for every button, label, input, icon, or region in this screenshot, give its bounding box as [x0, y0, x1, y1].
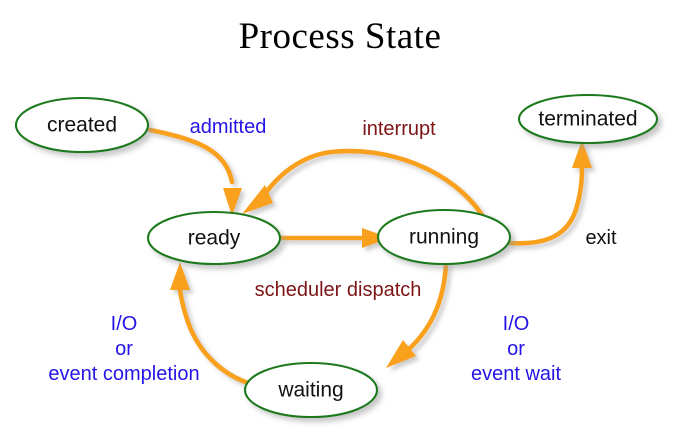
edge-admitted-arrowhead — [223, 188, 242, 216]
edge-label-interrupt: interrupt — [362, 118, 436, 140]
edge-exit-path — [507, 162, 585, 246]
node-terminated-ellipse[interactable] — [517, 93, 659, 145]
edge-label-io-event-completion-line2: or — [115, 338, 133, 360]
edge-io-event-completion — [170, 262, 254, 387]
edge-label-io-event-wait-line3: event wait — [471, 363, 561, 385]
node-ready[interactable]: ready — [146, 210, 282, 266]
edge-interrupt-arrowhead — [242, 185, 273, 214]
edge-io-event-completion-path — [177, 285, 254, 387]
node-running-ellipse[interactable] — [376, 208, 512, 266]
node-running-label: running — [409, 226, 479, 249]
node-waiting-ellipse[interactable] — [243, 361, 379, 419]
page-title: Process State — [239, 16, 442, 57]
edge-io-event-completion-arrowhead — [170, 262, 190, 290]
edge-label-io-event-wait: I/O or event wait — [471, 313, 561, 385]
node-terminated[interactable]: terminated — [517, 93, 659, 145]
edge-exit — [507, 140, 592, 246]
edge-label-io-event-wait-line2: or — [507, 338, 525, 360]
node-ready-label: ready — [188, 227, 241, 250]
edge-label-io-event-completion-line1: I/O — [111, 313, 138, 335]
edge-label-scheduler-dispatch: scheduler dispatch — [255, 279, 422, 301]
node-terminated-label: terminated — [538, 108, 637, 131]
edge-admitted-path — [147, 127, 235, 185]
node-waiting-label: waiting — [277, 379, 343, 402]
edge-io-event-wait-path — [405, 261, 449, 353]
node-created[interactable]: created — [14, 96, 150, 154]
edge-label-io-event-completion-line3: event completion — [48, 363, 199, 385]
edge-label-exit: exit — [585, 227, 617, 249]
edge-label-io-event-completion: I/O or event completion — [48, 313, 199, 385]
node-waiting[interactable]: waiting — [243, 361, 379, 419]
edge-admitted — [147, 127, 242, 216]
edge-io-event-wait-arrowhead — [386, 340, 416, 368]
edge-io-event-wait — [386, 261, 449, 368]
edge-exit-arrowhead — [572, 140, 592, 168]
node-created-label: created — [47, 114, 117, 137]
node-running[interactable]: running — [376, 208, 512, 266]
node-created-ellipse[interactable] — [14, 96, 150, 154]
edge-label-io-event-wait-line1: I/O — [503, 313, 530, 335]
edge-label-admitted: admitted — [190, 116, 267, 138]
edge-scheduler-dispatch — [278, 228, 390, 248]
node-ready-ellipse[interactable] — [146, 210, 282, 266]
edge-scheduler-dispatch-arrowhead — [362, 228, 390, 248]
edge-interrupt — [242, 148, 487, 221]
edge-interrupt-path — [259, 148, 487, 221]
